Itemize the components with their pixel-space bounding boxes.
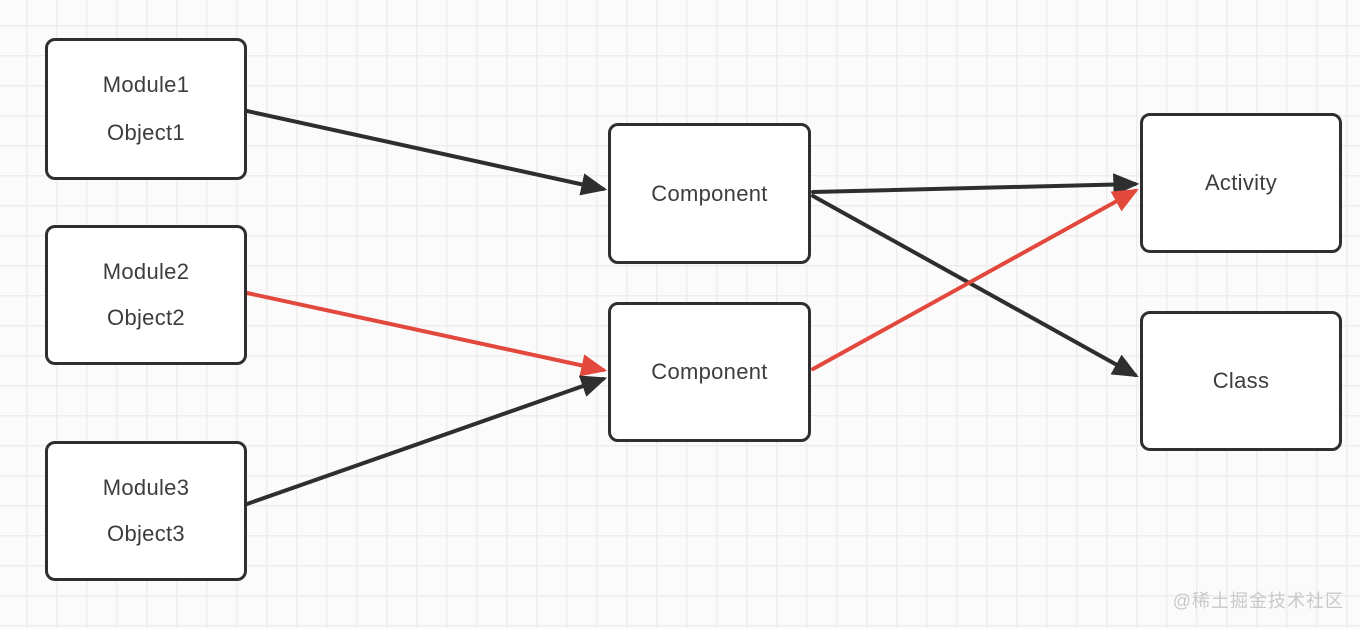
node-component-bottom-label: Component bbox=[651, 359, 768, 384]
node-component-bottom: Component bbox=[608, 302, 811, 442]
node-object2-label: Object2 bbox=[107, 305, 185, 331]
node-activity-label: Activity bbox=[1204, 170, 1278, 195]
node-class: Class bbox=[1140, 311, 1342, 451]
node-module3-label: Module3 bbox=[102, 474, 190, 500]
node-module2-label: Module2 bbox=[102, 258, 190, 284]
edge-component-bottom-to-activity bbox=[811, 188, 1139, 371]
node-class-label: Class bbox=[1212, 368, 1270, 393]
node-module2-object2: Module2 Object2 bbox=[45, 225, 247, 365]
node-module1-label: Module1 bbox=[102, 72, 190, 98]
edge-module1-to-component-top bbox=[245, 109, 608, 196]
edge-module3-to-component-bottom bbox=[245, 375, 608, 506]
node-component-top-label: Component bbox=[651, 180, 768, 206]
node-component-top: Component bbox=[608, 123, 811, 264]
node-activity: Activity bbox=[1140, 113, 1342, 253]
edge-module2-to-component-bottom bbox=[245, 291, 608, 377]
node-object3-label: Object3 bbox=[107, 521, 185, 547]
node-object1-label: Object1 bbox=[107, 119, 185, 145]
edge-component-top-to-class bbox=[811, 194, 1139, 378]
node-module1-object1: Module1 Object1 bbox=[45, 38, 247, 180]
watermark: @稀土掘金技术社区 bbox=[1172, 591, 1344, 611]
edge-component-top-to-activity bbox=[811, 173, 1140, 196]
node-module3-object3: Module3 Object3 bbox=[45, 441, 247, 581]
